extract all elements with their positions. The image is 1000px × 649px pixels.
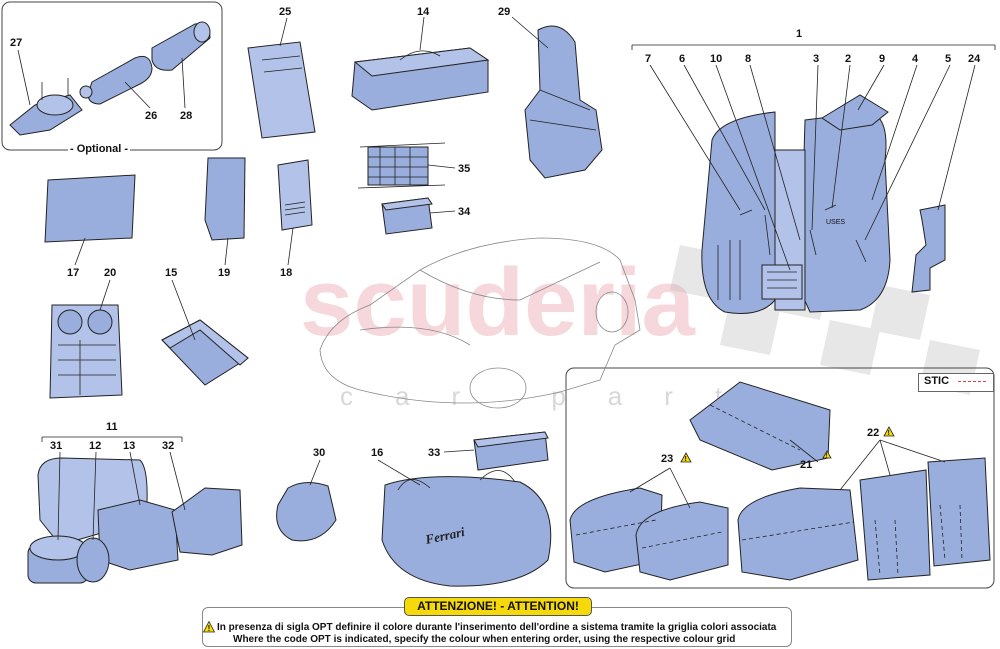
svg-text:!: ! [888,430,890,437]
callout-6: 6 [679,53,685,65]
callout-25: 25 [279,6,291,18]
warning-icon: ! [203,621,215,633]
travel-bags-23 [569,487,729,581]
callout-34: 34 [458,206,471,218]
car-outline [319,237,641,409]
warning-icon-21: ! [822,450,832,460]
gloves [821,94,889,131]
suitcases-22 [859,457,991,581]
jack-bracket [911,204,946,293]
service-book [44,174,136,243]
callout-12: 12 [89,440,101,452]
svg-text:!: ! [685,456,687,463]
callout-18: 18 [280,267,292,279]
callout-27: 27 [10,37,22,49]
callout-7: 7 [645,53,651,65]
callout-26: 26 [145,110,157,122]
callout-32: 32 [162,440,174,452]
callout-31: 31 [50,440,62,452]
svg-text:!: ! [826,454,828,460]
folded-cover [161,319,249,386]
callout-8: 8 [745,53,751,65]
weekender-bag [737,487,859,581]
storage-box [473,431,549,471]
callout-28: 28 [180,110,192,122]
callout-29: 29 [498,6,510,18]
callout-15: 15 [165,267,177,279]
callout-4: 4 [912,53,919,65]
golf-bag [524,25,603,179]
svg-text:!: ! [208,624,211,633]
car-cover-ferrari-bag: Ferrari [381,470,552,587]
callout-1: 1 [796,28,802,40]
stic-legend [918,373,994,392]
warning-icon-22: ! [883,426,895,437]
leader-lines [17,16,996,541]
fire-extinguisher [79,55,153,105]
watermark-subtext: car parts [340,381,819,411]
callout-numbers: 27 26 28 25 14 29 1 7 6 10 8 3 2 9 4 5 2… [10,6,981,471]
callout-17: 17 [67,267,79,279]
stic-legend-label: STIC [924,375,950,387]
callout-35: 35 [458,163,470,175]
tool-kit-bag: USES [701,111,891,314]
callout-14: 14 [417,6,430,18]
attention-text-english: Where the code OPT is indicated, specify… [233,634,736,645]
warranty-leaflet [277,159,313,231]
callout-19: 19 [218,267,230,279]
stic-legend-line [958,381,986,382]
callout-33: 33 [428,447,440,459]
owners-manual-25 [247,41,316,139]
extinguisher-cover [151,21,211,71]
fuses-chart [49,304,123,399]
optional-label: - Optional - [68,143,131,155]
callout-30: 30 [313,447,325,459]
accessory-case [381,197,433,235]
warning-icon-23: ! [680,452,692,463]
luggage-box [565,367,995,589]
luggage-net [357,142,446,189]
callout-22: 22 [867,427,879,439]
tool-kit-label: USES [826,219,845,226]
callout-23: 23 [661,453,673,465]
callout-5: 5 [945,53,951,65]
callout-24: 24 [968,53,981,65]
callout-9: 9 [879,53,885,65]
watermark-text: scuderia [300,249,695,356]
callout-3: 3 [813,53,819,65]
garment-bag [689,381,831,471]
callout-21: 21 [800,459,812,471]
callout-13: 13 [123,440,135,452]
attention-title: ATTENZIONE! - ATTENTION! [404,597,592,616]
car-cover-bag [351,47,490,111]
callout-16: 16 [371,447,383,459]
attention-text-italian: In presenza di sigla OPT definire il col… [217,622,777,633]
small-pouch [276,482,337,542]
documents-pouch [204,157,246,241]
callout-20: 20 [104,267,116,279]
callout-2: 2 [845,53,851,65]
callout-10: 10 [710,53,722,65]
warning-icons: ! ! ! [680,426,895,463]
callout-11: 11 [106,421,118,433]
tyre-repair-kit-group [27,436,243,584]
extinguisher-bracket [9,78,83,136]
